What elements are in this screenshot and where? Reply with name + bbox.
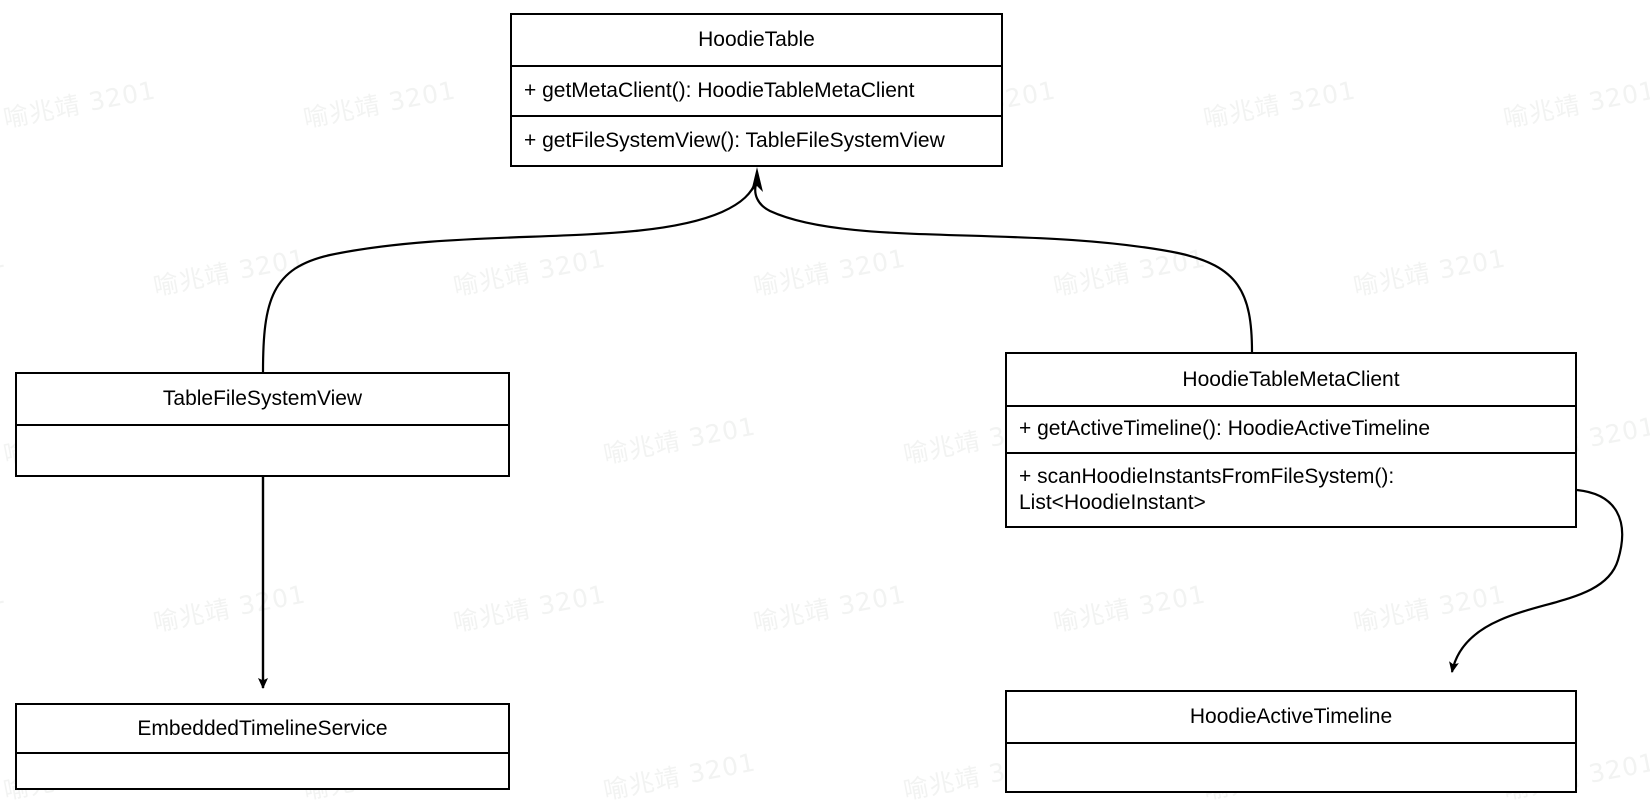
class-box-hoodie-table-meta-client[interactable]: HoodieTableMetaClient + getActiveTimelin…	[1005, 352, 1577, 528]
class-name-table-file-system-view: TableFileSystemView	[17, 374, 508, 426]
watermark-text: 喻兆靖 3201	[600, 411, 759, 470]
arrowhead-into-hoodietable	[751, 167, 763, 192]
watermark-text: 喻兆靖 3201	[0, 579, 9, 637]
class-compartment-empty-hoodie-active-timeline	[1007, 744, 1575, 791]
class-box-table-file-system-view[interactable]: TableFileSystemView	[15, 372, 510, 477]
class-compartment-empty-table-file-system-view	[17, 426, 508, 475]
watermark-text: 喻兆靖 3201	[300, 75, 459, 134]
class-box-hoodie-active-timeline[interactable]: HoodieActiveTimeline	[1005, 690, 1577, 793]
method-signature-line-1: + scanHoodieInstantsFromFileSystem():	[1019, 464, 1395, 488]
class-name-hoodie-table: HoodieTable	[512, 15, 1001, 67]
class-name-hoodie-active-timeline: HoodieActiveTimeline	[1007, 692, 1575, 744]
watermark-text: 喻兆靖 3201	[150, 243, 309, 302]
class-method-getmetaclient: + getMetaClient(): HoodieTableMetaClient	[524, 78, 915, 102]
class-method-getactivetimeline: + getActiveTimeline(): HoodieActiveTimel…	[1019, 417, 1431, 441]
watermark-text: 喻兆靖 3201	[150, 579, 309, 638]
watermark-text: 喻兆靖 3201	[1050, 243, 1209, 302]
watermark-text: 喻兆靖 3201	[1500, 75, 1650, 134]
watermark-text: 喻兆靖 3201	[600, 747, 759, 806]
class-method-scanhoodieinstantsfromfilesystem: + scanHoodieInstantsFromFileSystem(): Li…	[1007, 452, 1575, 526]
class-compartment-empty-embedded-timeline-service	[17, 754, 508, 788]
watermark-text: 喻兆靖 3201	[450, 243, 609, 302]
watermark-text: 喻兆靖 3201	[0, 75, 159, 134]
watermark-text: 喻兆靖 3201	[1200, 75, 1359, 134]
watermark-text: 喻兆靖 3201	[1050, 579, 1209, 638]
class-box-embedded-timeline-service[interactable]: EmbeddedTimelineService	[15, 703, 510, 790]
watermark-text: 喻兆靖 3201	[1350, 243, 1509, 302]
connector-hoodietablemetaclient-to-hoodietable	[754, 180, 1254, 353]
class-box-hoodie-table[interactable]: HoodieTable + getMetaClient(): HoodieTab…	[510, 13, 1003, 167]
class-name-embedded-timeline-service: EmbeddedTimelineService	[17, 705, 508, 754]
connector-tablefilesystemview-to-hoodietable	[261, 180, 758, 373]
watermark-text: 喻兆靖 3201	[750, 243, 909, 302]
watermark-text: 喻兆靖 3201	[750, 579, 909, 638]
class-name-hoodie-table-meta-client: HoodieTableMetaClient	[1007, 354, 1575, 407]
watermark-text: 喻兆靖 3201	[0, 243, 9, 301]
watermark-text: 喻兆靖 3201	[1350, 579, 1509, 638]
method-signature-line-2: List<HoodieInstant>	[1019, 491, 1206, 514]
class-method-getfilesystemview: + getFileSystemView(): TableFileSystemVi…	[512, 115, 1001, 165]
watermark-text: 喻兆靖 3201	[450, 579, 609, 638]
